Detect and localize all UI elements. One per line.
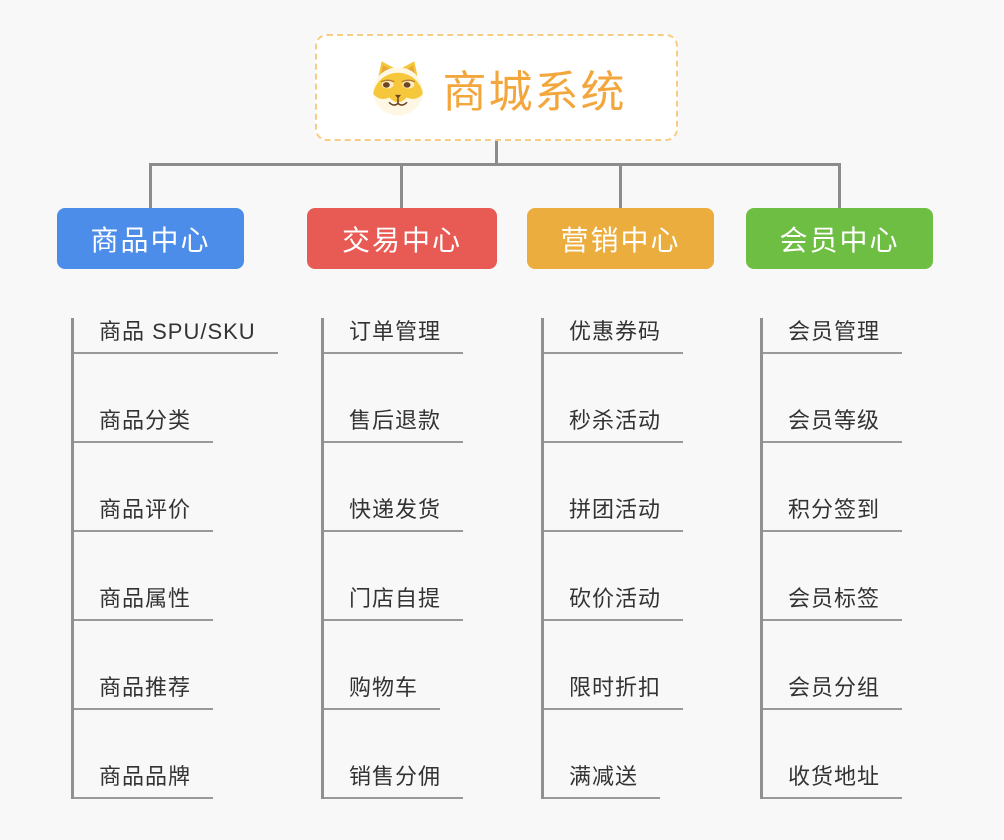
child-node[interactable]: 满减送 [544,763,661,799]
branch-product-center: 商品中心 商品 SPU/SKU 商品分类 商品评价 商品属性 商品推荐 商品品牌 [57,208,278,799]
child-node[interactable]: 快递发货 [324,496,464,532]
child-node[interactable]: 优惠券码 [544,318,684,354]
root-node-mall-system[interactable]: 商城系统 [315,34,678,141]
branch-node-marketing-center[interactable]: 营销中心 [527,208,714,269]
connector-drop-product-center [149,166,152,208]
child-node[interactable]: 商品属性 [74,585,214,621]
connector-drop-trade-center [400,166,403,208]
child-node[interactable]: 砍价活动 [544,585,684,621]
child-node[interactable]: 会员等级 [763,407,903,443]
child-node[interactable]: 购物车 [324,674,441,710]
child-node[interactable]: 商品推荐 [74,674,214,710]
child-node[interactable]: 门店自提 [324,585,464,621]
branch-node-member-center[interactable]: 会员中心 [746,208,933,269]
child-node[interactable]: 收货地址 [763,763,903,799]
child-node[interactable]: 售后退款 [324,407,464,443]
branch-children-trade-center: 订单管理 售后退款 快递发货 门店自提 购物车 销售分佣 [321,318,497,799]
child-node[interactable]: 积分签到 [763,496,903,532]
branch-label: 会员中心 [779,224,900,256]
branch-children-product-center: 商品 SPU/SKU 商品分类 商品评价 商品属性 商品推荐 商品品牌 [71,318,278,799]
branch-marketing-center: 营销中心 优惠券码 秒杀活动 拼团活动 砍价活动 限时折扣 满减送 [527,208,714,799]
child-node[interactable]: 会员分组 [763,674,903,710]
branch-children-member-center: 会员管理 会员等级 积分签到 会员标签 会员分组 收货地址 [760,318,933,799]
child-node[interactable]: 商品评价 [74,496,214,532]
branch-label: 交易中心 [341,224,462,256]
child-node[interactable]: 商品 SPU/SKU [74,318,278,354]
dog-face-icon [372,60,423,116]
child-node[interactable]: 会员管理 [763,318,903,354]
child-node[interactable]: 商品分类 [74,407,214,443]
child-node[interactable]: 限时折扣 [544,674,684,710]
branch-children-marketing-center: 优惠券码 秒杀活动 拼团活动 砍价活动 限时折扣 满减送 [541,318,714,799]
connector-drop-marketing-center [619,166,622,208]
child-node[interactable]: 秒杀活动 [544,407,684,443]
child-node[interactable]: 销售分佣 [324,763,464,799]
child-node[interactable]: 会员标签 [763,585,903,621]
branch-label: 商品中心 [90,224,211,256]
connector-horizontal-bar [149,163,841,166]
branch-node-product-center[interactable]: 商品中心 [57,208,244,269]
connector-root-stem [495,141,498,163]
child-node[interactable]: 拼团活动 [544,496,684,532]
child-node[interactable]: 商品品牌 [74,763,214,799]
branch-label: 营销中心 [560,224,681,256]
connector-drop-member-center [838,166,841,208]
child-node[interactable]: 订单管理 [324,318,464,354]
branch-member-center: 会员中心 会员管理 会员等级 积分签到 会员标签 会员分组 收货地址 [746,208,933,799]
branch-trade-center: 交易中心 订单管理 售后退款 快递发货 门店自提 购物车 销售分佣 [307,208,497,799]
branch-node-trade-center[interactable]: 交易中心 [307,208,497,269]
root-node-title: 商城系统 [442,67,627,117]
